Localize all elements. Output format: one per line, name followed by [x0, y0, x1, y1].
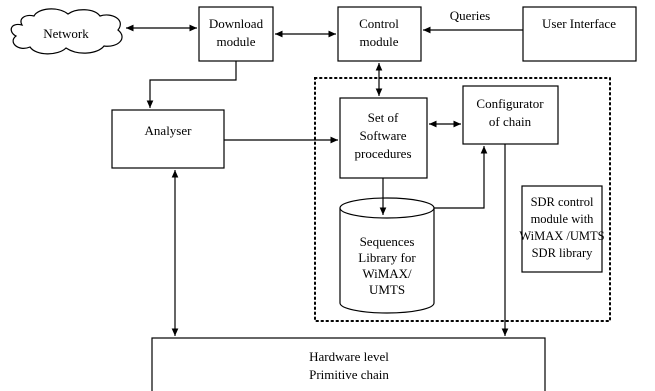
download-module-line-2: module: [217, 34, 256, 49]
sdr-control-line-2: module with: [531, 212, 595, 226]
sdr-control-line-1: SDR control: [531, 195, 594, 209]
software-procedures: Set of Software procedures: [339, 97, 428, 179]
sequences-library-line-2: Library for: [358, 250, 416, 265]
queries-label: Queries: [450, 8, 490, 23]
sequences-library-line-4: UMTS: [369, 282, 405, 297]
analyser-label: Analyser: [145, 123, 193, 138]
sdr-control-line-4: SDR library: [532, 246, 594, 260]
control-module-line-1: Control: [359, 16, 399, 31]
network-label: Network: [43, 26, 89, 41]
software-procedures-line-2: Software: [360, 128, 407, 143]
network-cloud: Network: [10, 8, 123, 55]
configurator-line-1: Configurator: [476, 96, 544, 111]
analyser: Analyser: [111, 109, 225, 169]
download-module: Download module: [198, 6, 274, 62]
sdr-control-line-3: WiMAX /UMTS: [519, 229, 604, 243]
hardware-line-1: Hardware level: [309, 349, 389, 364]
sequences-library-line-3: WiMAX/: [362, 266, 412, 281]
edge-library-configurator: [434, 146, 488, 209]
user-interface-label: User Interface: [542, 16, 616, 31]
configurator-of-chain: Configurator of chain: [462, 85, 559, 145]
software-procedures-line-3: procedures: [354, 146, 411, 161]
software-procedures-line-1: Set of: [368, 110, 399, 125]
sdr-group-boundary: [314, 77, 611, 322]
hardware-line-2: Primitive chain: [309, 367, 389, 382]
sequences-library-line-1: Sequences: [360, 234, 415, 249]
configurator-line-2: of chain: [489, 114, 532, 129]
control-module-line-2: module: [360, 34, 399, 49]
control-module: Control module: [337, 6, 422, 62]
sdr-control-module: SDR control module with WiMAX /UMTS SDR …: [519, 185, 605, 273]
sequences-library-cylinder: Sequences Library for WiMAX/ UMTS: [339, 197, 435, 314]
hardware-level: Hardware level Primitive chain: [151, 337, 546, 391]
edge-download-analyser: [146, 61, 237, 108]
user-interface: User Interface: [522, 6, 637, 62]
download-module-line-1: Download: [209, 16, 264, 31]
